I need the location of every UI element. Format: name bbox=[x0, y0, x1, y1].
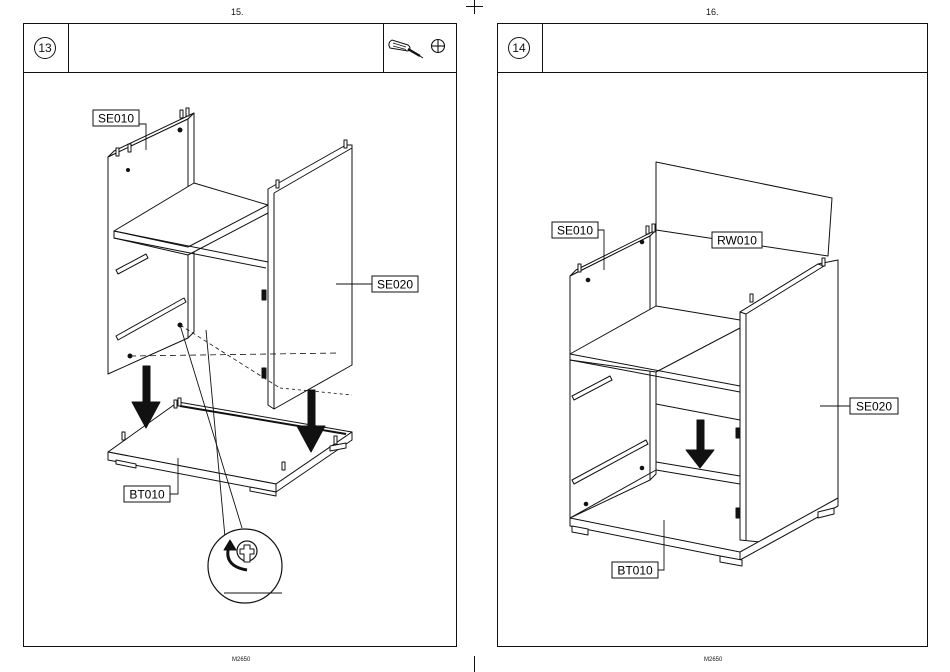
label-rw010-right: RW010 bbox=[712, 232, 762, 248]
label-se010-right: SE010 bbox=[552, 222, 598, 238]
svg-text:SE010: SE010 bbox=[557, 224, 593, 238]
down-arrow-insert bbox=[686, 420, 714, 468]
left-footer-code: M2650 bbox=[232, 657, 250, 663]
label-se010-left: SE010 bbox=[93, 110, 139, 126]
svg-text:SE010: SE010 bbox=[98, 112, 134, 126]
cam-lock-detail bbox=[208, 529, 282, 603]
svg-text:RW010: RW010 bbox=[717, 234, 757, 248]
svg-text:SE020: SE020 bbox=[377, 278, 413, 292]
svg-text:BT010: BT010 bbox=[617, 564, 653, 578]
label-se020-right: SE020 bbox=[850, 398, 898, 414]
se020-panel bbox=[268, 145, 352, 409]
right-footer-code: M2650 bbox=[704, 657, 722, 663]
svg-text:SE020: SE020 bbox=[856, 400, 892, 414]
svg-text:BT010: BT010 bbox=[129, 488, 165, 502]
label-bt010-left: BT010 bbox=[124, 486, 170, 502]
label-bt010-right: BT010 bbox=[612, 562, 658, 578]
right-cabinet-drawing bbox=[570, 162, 838, 566]
label-se020-left: SE020 bbox=[372, 276, 418, 292]
se020-panel-right bbox=[740, 260, 838, 542]
